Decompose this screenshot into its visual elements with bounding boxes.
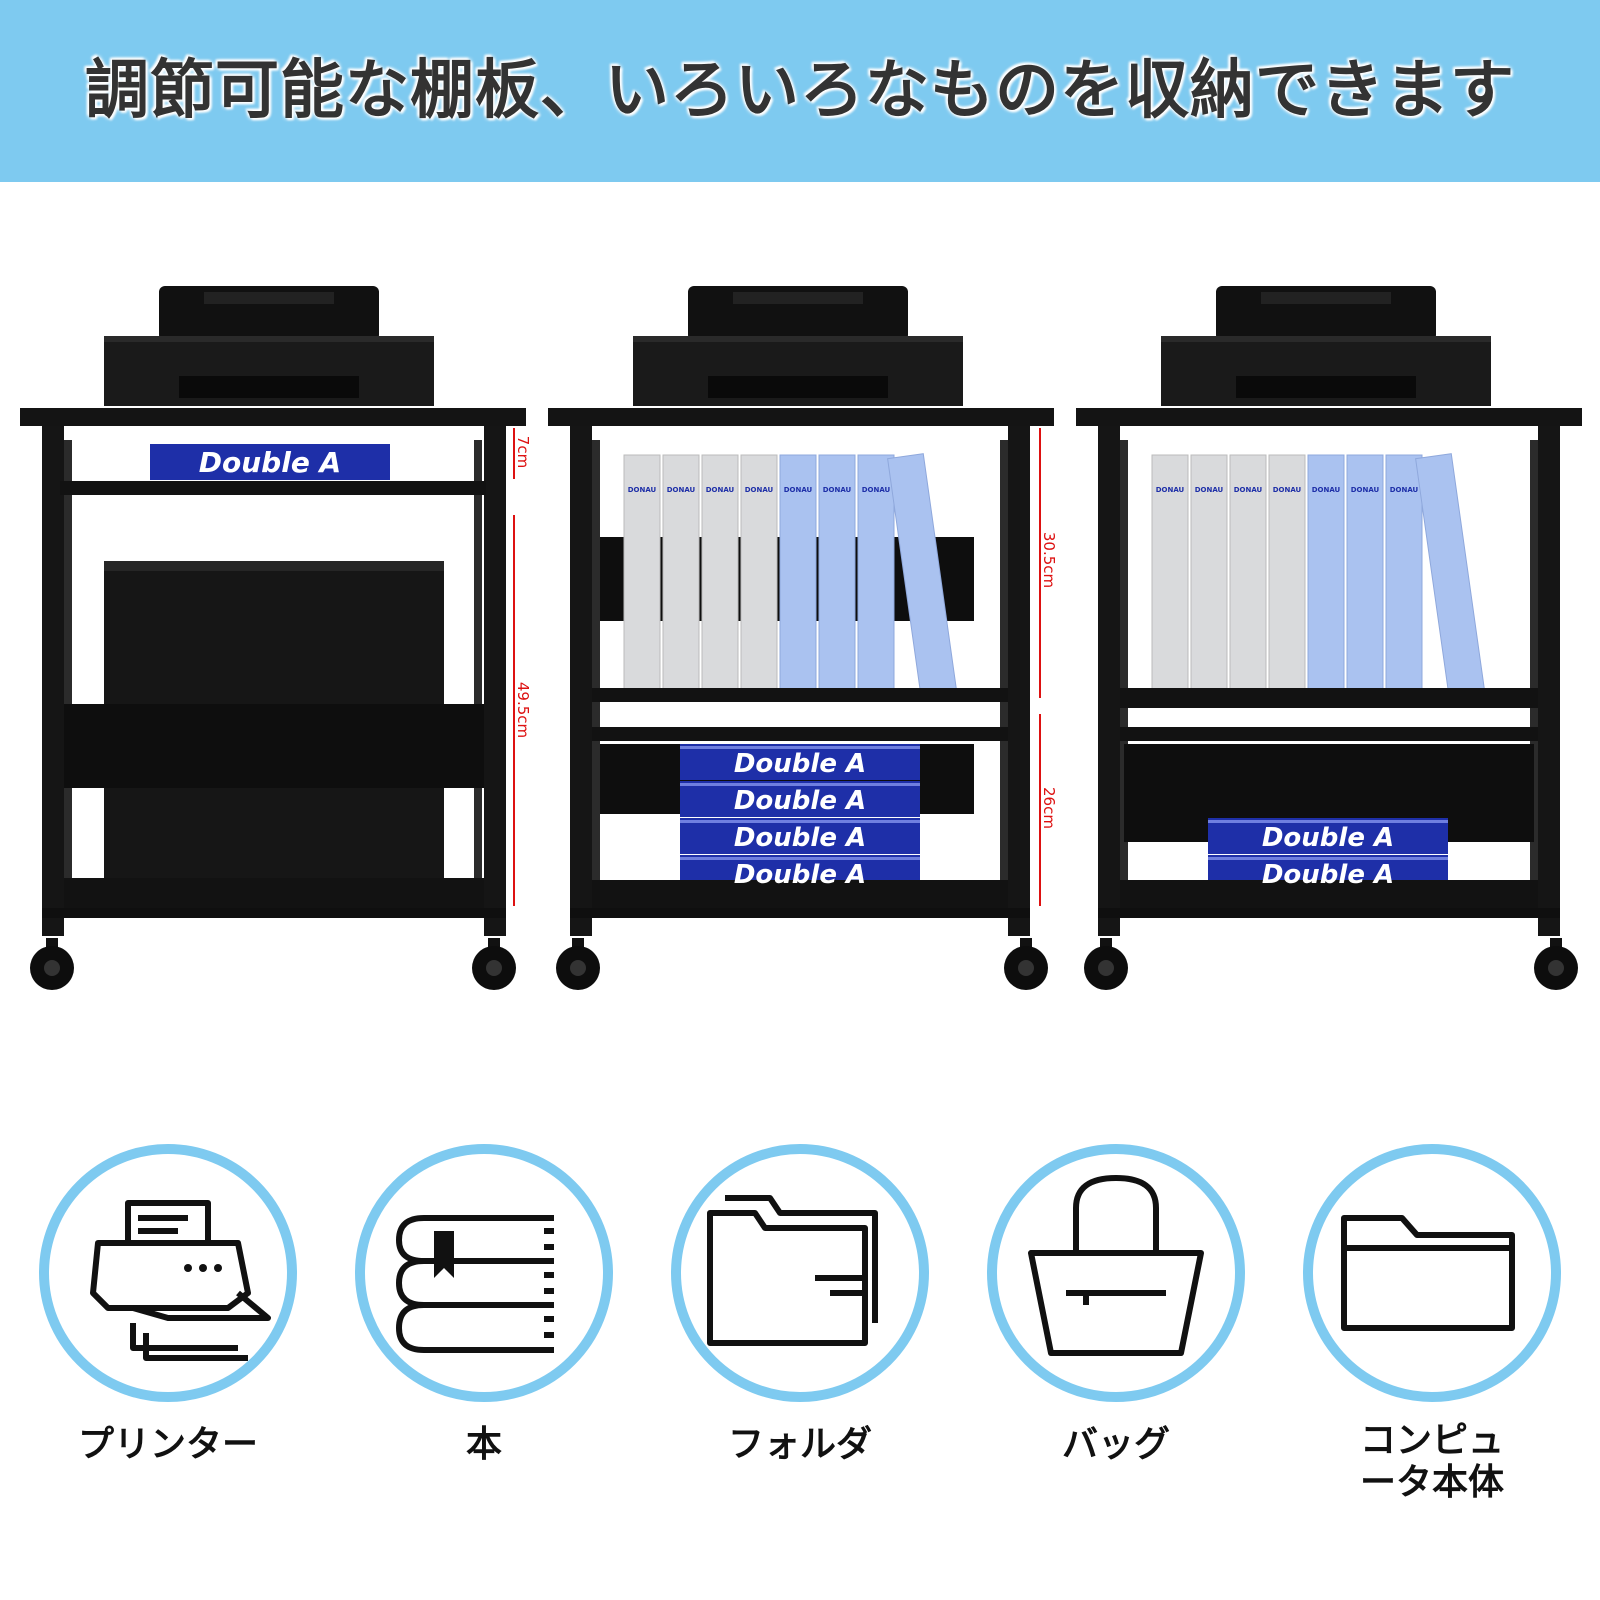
binder-label: DONAU [1390, 486, 1419, 494]
category-label: プリンター [77, 1424, 258, 1465]
binder-label: DONAU [1156, 486, 1185, 494]
bag-icon [987, 1144, 1245, 1402]
paper-label-2d: Double A [734, 860, 866, 890]
binder-label: DONAU [745, 486, 774, 494]
dim-label-26cm: 26cm [1040, 787, 1058, 829]
cart-three-shelf-mixed [1076, 286, 1582, 990]
category-label: 本 [465, 1424, 502, 1465]
title-banner: 調節可能な棚板、いろいろなものを収納できます [0, 0, 1600, 182]
category-label: コンピュ ータ本体 [1359, 1420, 1504, 1503]
paper-label-2c: Double A [734, 823, 866, 853]
binder-label: DONAU [1351, 486, 1380, 494]
paper-box [150, 444, 390, 480]
binders-3 [1151, 453, 1485, 695]
dim-label-49cm: 49.5cm [514, 682, 532, 738]
banner-title: 調節可能な棚板、いろいろなものを収納できます [85, 54, 1515, 128]
printer-icon [39, 1144, 297, 1402]
binder-label: DONAU [862, 486, 891, 494]
cart-two-shelf [20, 286, 526, 990]
dim-label-30cm: 30.5cm [1040, 532, 1058, 588]
books-icon [355, 1144, 613, 1402]
paper-label-1: Double A [199, 446, 341, 479]
binder-label: DONAU [667, 486, 696, 494]
cart-three-shelf-files [548, 286, 1054, 990]
binder-label: DONAU [1312, 486, 1341, 494]
paper-label-3a: Double A [1262, 823, 1394, 853]
binder-label: DONAU [706, 486, 735, 494]
binder-label: DONAU [1273, 486, 1302, 494]
product-photo: Double A 7cm 49.5cm 30.5cm 26cm Double A… [20, 286, 1582, 990]
category-label: フォルダ [727, 1424, 872, 1465]
category-folders [670, 1143, 930, 1403]
folder-icon [1303, 1144, 1561, 1402]
category-books [354, 1143, 614, 1403]
category-bag [986, 1143, 1246, 1403]
binder-label: DONAU [628, 486, 657, 494]
category-computer [1302, 1143, 1562, 1403]
category-printer [38, 1143, 298, 1403]
paper-label-2b: Double A [734, 786, 866, 816]
binder-label: DONAU [784, 486, 813, 494]
paper-label-3b: Double A [1262, 860, 1394, 890]
folders-icon [671, 1144, 929, 1402]
paper-label-2a: Double A [734, 749, 866, 779]
dim-label-7cm: 7cm [514, 436, 532, 468]
binder-label: DONAU [823, 486, 852, 494]
binder-label: DONAU [1195, 486, 1224, 494]
binders [623, 453, 957, 695]
category-label: バッグ [1061, 1424, 1170, 1465]
binder-label: DONAU [1234, 486, 1263, 494]
